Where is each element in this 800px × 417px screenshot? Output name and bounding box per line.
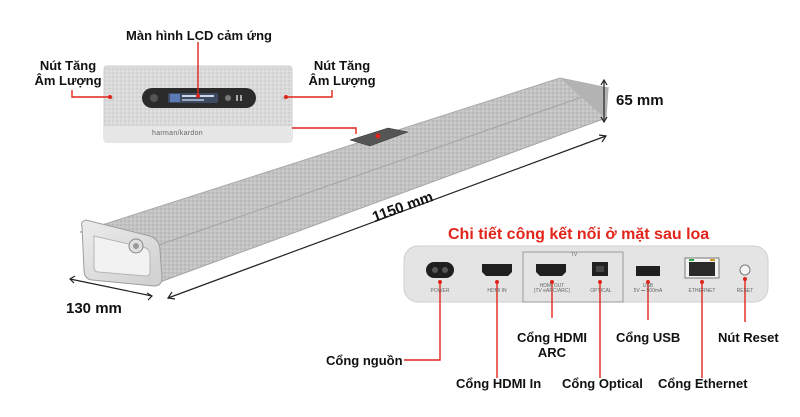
hdmi-in-port-label: Cổng HDMI In (456, 376, 542, 391)
brand-logo: harman/kardon (152, 130, 203, 137)
optical-port-label: Cổng Optical (562, 376, 643, 391)
control-panel-zoom (103, 65, 293, 143)
depth-dimension: 130 mm (66, 300, 122, 317)
reset-button-label: Nút Reset (718, 330, 779, 345)
reset-hole-icon (739, 264, 751, 276)
panel-label-hdmi-out: HDMI OUT (TV eARC/ARC) (533, 283, 571, 294)
panel-label-ethernet: ETHERNET (688, 288, 716, 294)
panel-label-hdmi-in: HDMI IN (487, 288, 507, 294)
ethernet-port-label: Cổng Ethernet (658, 376, 748, 391)
power-port-label: Cổng nguồn (326, 353, 403, 368)
panel-label-tv: TV (570, 252, 578, 258)
soundbar-body (79, 77, 610, 287)
panel-label-reset: RESET (736, 288, 754, 294)
lcd-screen-label: Màn hình LCD cảm ứng (126, 28, 272, 43)
callout-lines (71, 42, 746, 378)
panel-label-power: POWER (430, 288, 450, 294)
power-socket-icon (426, 262, 454, 278)
volume-up-right-label: Nút Tăng Âm Lượng (308, 58, 376, 88)
panel-label-optical: OPTICAL (590, 288, 612, 294)
callout-dots (108, 94, 747, 284)
height-dimension: 65 mm (616, 92, 664, 109)
hdmi-in-socket-icon (482, 264, 512, 276)
rear-panel (403, 245, 769, 303)
dimension-lines (69, 78, 608, 301)
hdmi-arc-port-label: Cổng HDMI ARC (516, 330, 588, 360)
usb-port-label: Cổng USB (616, 330, 681, 345)
usb-socket-icon (636, 266, 660, 276)
hdmi-out-socket-icon (536, 264, 566, 276)
volume-up-left-label: Nút Tăng Âm Lượng (34, 58, 102, 88)
panel-label-usb: USB 5V ⎓ 500mA (633, 283, 663, 294)
rear-panel-title: Chi tiết công kết nối ở mặt sau loa (448, 226, 710, 243)
top-control-panel (349, 127, 409, 147)
